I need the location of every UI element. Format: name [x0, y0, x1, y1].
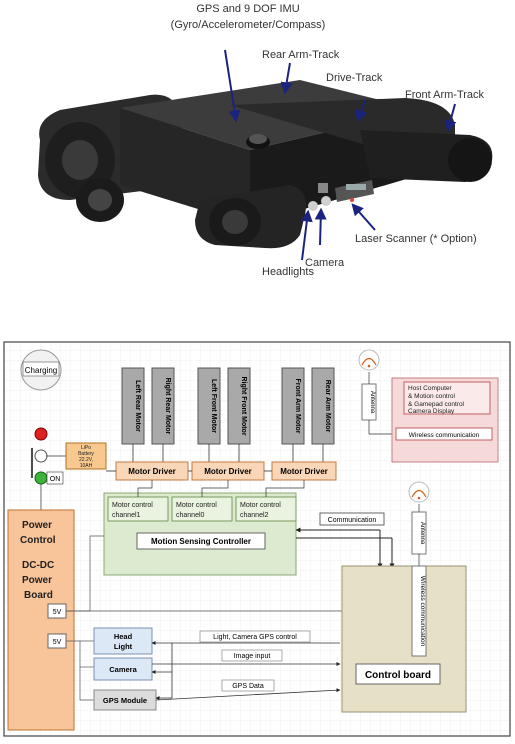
control-wireless-label: Wireless communication: [419, 576, 426, 647]
charging-label: Charging: [25, 366, 57, 375]
imu-label-line2: (Gyro/Accelerometer/Compass): [171, 19, 326, 31]
motor-driver-1-label: Motor Driver: [128, 467, 176, 476]
rear-arm-track-label: Rear Arm-Track: [262, 49, 340, 61]
red-led: [34, 427, 48, 441]
power-control-board: [7, 509, 75, 731]
battery-line3: 22.2V,: [79, 457, 93, 463]
head-light-line2: Light: [114, 642, 133, 651]
motor-label-3: Left Front Motor: [210, 379, 217, 433]
power-line1: Power: [22, 520, 52, 531]
communication-label: Communication: [328, 517, 377, 524]
head-light-box: [93, 627, 153, 655]
host-line1: Host Computer: [408, 385, 453, 392]
host-antenna-label: Antenna: [369, 391, 375, 414]
laser-scanner-label: Laser Scanner (* Option): [355, 233, 477, 245]
motor-label-1: Left Rear Motor: [134, 380, 141, 432]
white-led: [34, 449, 48, 463]
gps-data-label: GPS Data: [232, 683, 264, 690]
camera-label: Camera: [305, 257, 345, 269]
motor-label-5: Front Arm Motor: [294, 379, 301, 434]
power-line2: Control: [20, 535, 56, 546]
channel0-line1: Motor control: [176, 502, 217, 509]
motor-label-6: Rear Arm Motor: [324, 380, 331, 433]
motor-label-4: Right Front Motor: [240, 376, 247, 435]
drive-track-label: Drive-Track: [326, 72, 383, 84]
battery-line1: LiPo: [81, 445, 91, 451]
on-led: [34, 471, 48, 485]
control-board: [341, 565, 467, 713]
gps-module-label: GPS Module: [103, 696, 147, 705]
camera-lens: [321, 196, 331, 206]
power-line3: DC-DC: [22, 560, 54, 571]
channel1-line2: channel1: [112, 512, 141, 519]
power-line4: Power: [22, 575, 52, 586]
battery-box: [65, 442, 107, 470]
camera-box-label: Camera: [109, 665, 137, 674]
imu-label-line1: GPS and 9 DOF IMU: [196, 3, 299, 15]
image-input-label: Image input: [234, 653, 271, 660]
battery-line4: 10AH: [80, 463, 93, 469]
robot-illustration: GPS and 9 DOF IMU (Gyro/Accelerometer/Co…: [38, 3, 493, 278]
robot-body: [38, 80, 493, 249]
motor-label-2: Right Rear Motor: [164, 378, 171, 435]
host-wireless-label: Wireless communication: [409, 432, 480, 439]
motion-sensing-label: Motion Sensing Controller: [151, 537, 251, 546]
on-label: ON: [50, 476, 61, 483]
5v-label-2: 5V: [53, 639, 62, 646]
head-light-line1: Head: [114, 632, 133, 641]
motors-group: Left Rear Motor Right Rear Motor Left Fron…: [121, 367, 335, 462]
channel1-line1: Motor control: [112, 502, 153, 509]
motor-driver-2-label: Motor Driver: [204, 467, 252, 476]
headlights-label: Headlights: [262, 266, 314, 278]
host-line3: & Gamepad control: [408, 401, 465, 408]
channel2-line2: channel2: [240, 512, 269, 519]
channel0-line2: channel0: [176, 512, 205, 519]
camera-box: [93, 657, 153, 681]
control-board-label: Control board: [365, 670, 431, 681]
wireless-icon: [361, 357, 377, 366]
control-antenna-label: Antenna: [419, 522, 425, 545]
control-wireless-icon: [411, 489, 427, 498]
motor-driver-3-label: Motor Driver: [280, 467, 328, 476]
front-arm-track-label: Front Arm-Track: [405, 89, 485, 101]
host-line2: & Motion control: [408, 393, 456, 400]
battery-line2: Battery: [78, 451, 94, 457]
motor-drivers: Motor Driver Motor Driver Motor Driver: [115, 461, 337, 481]
light-camera-gps-control-label: Light, Camera GPS control: [213, 634, 297, 641]
power-line5: Board: [24, 590, 53, 601]
host-line4: Camera Display: [408, 408, 455, 415]
5v-label-1: 5V: [53, 609, 62, 616]
channel2-line1: Motor control: [240, 502, 281, 509]
